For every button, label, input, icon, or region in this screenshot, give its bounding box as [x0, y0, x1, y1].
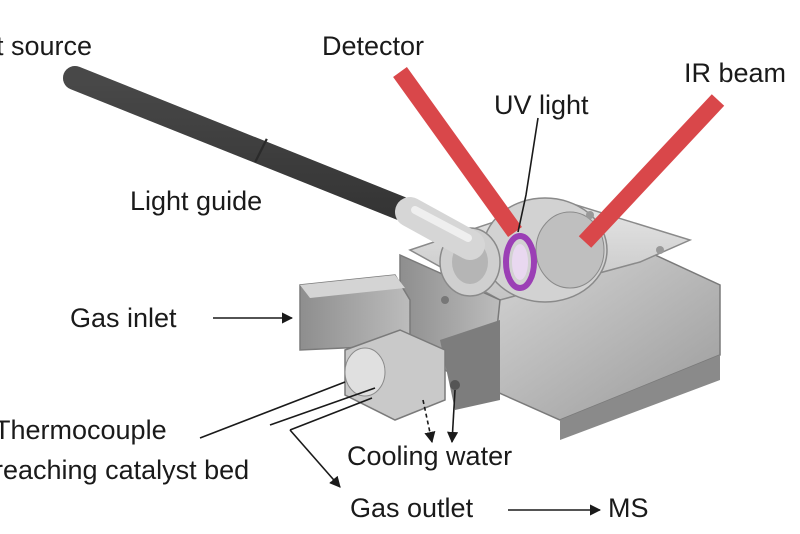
- light-source-label: t source: [0, 31, 93, 61]
- uv-light-label: UV light: [494, 90, 589, 120]
- leader-lines: [199, 117, 602, 516]
- thermocouple-label: Thermocouple: [0, 415, 167, 445]
- uv-window: [512, 244, 528, 280]
- catalyst-bed-label: reaching catalyst bed: [0, 455, 250, 485]
- outlet-block: [344, 329, 446, 421]
- uv-ring: [503, 233, 537, 291]
- light-guide-label: Light guide: [130, 186, 263, 216]
- cooling-water-label: Cooling water: [347, 441, 513, 471]
- gas-outlet-label: Gas outlet: [350, 493, 474, 523]
- detector-label: Detector: [322, 31, 425, 61]
- light-guide-tube: [63, 66, 485, 260]
- ir-beam: [578, 94, 725, 248]
- ir-beam-label: IR beam: [684, 58, 787, 88]
- gas-inlet-label: Gas inlet: [70, 303, 177, 333]
- detector-beam: [393, 67, 522, 237]
- gas-inlet-block: [299, 274, 411, 351]
- ms-label: MS: [608, 493, 649, 523]
